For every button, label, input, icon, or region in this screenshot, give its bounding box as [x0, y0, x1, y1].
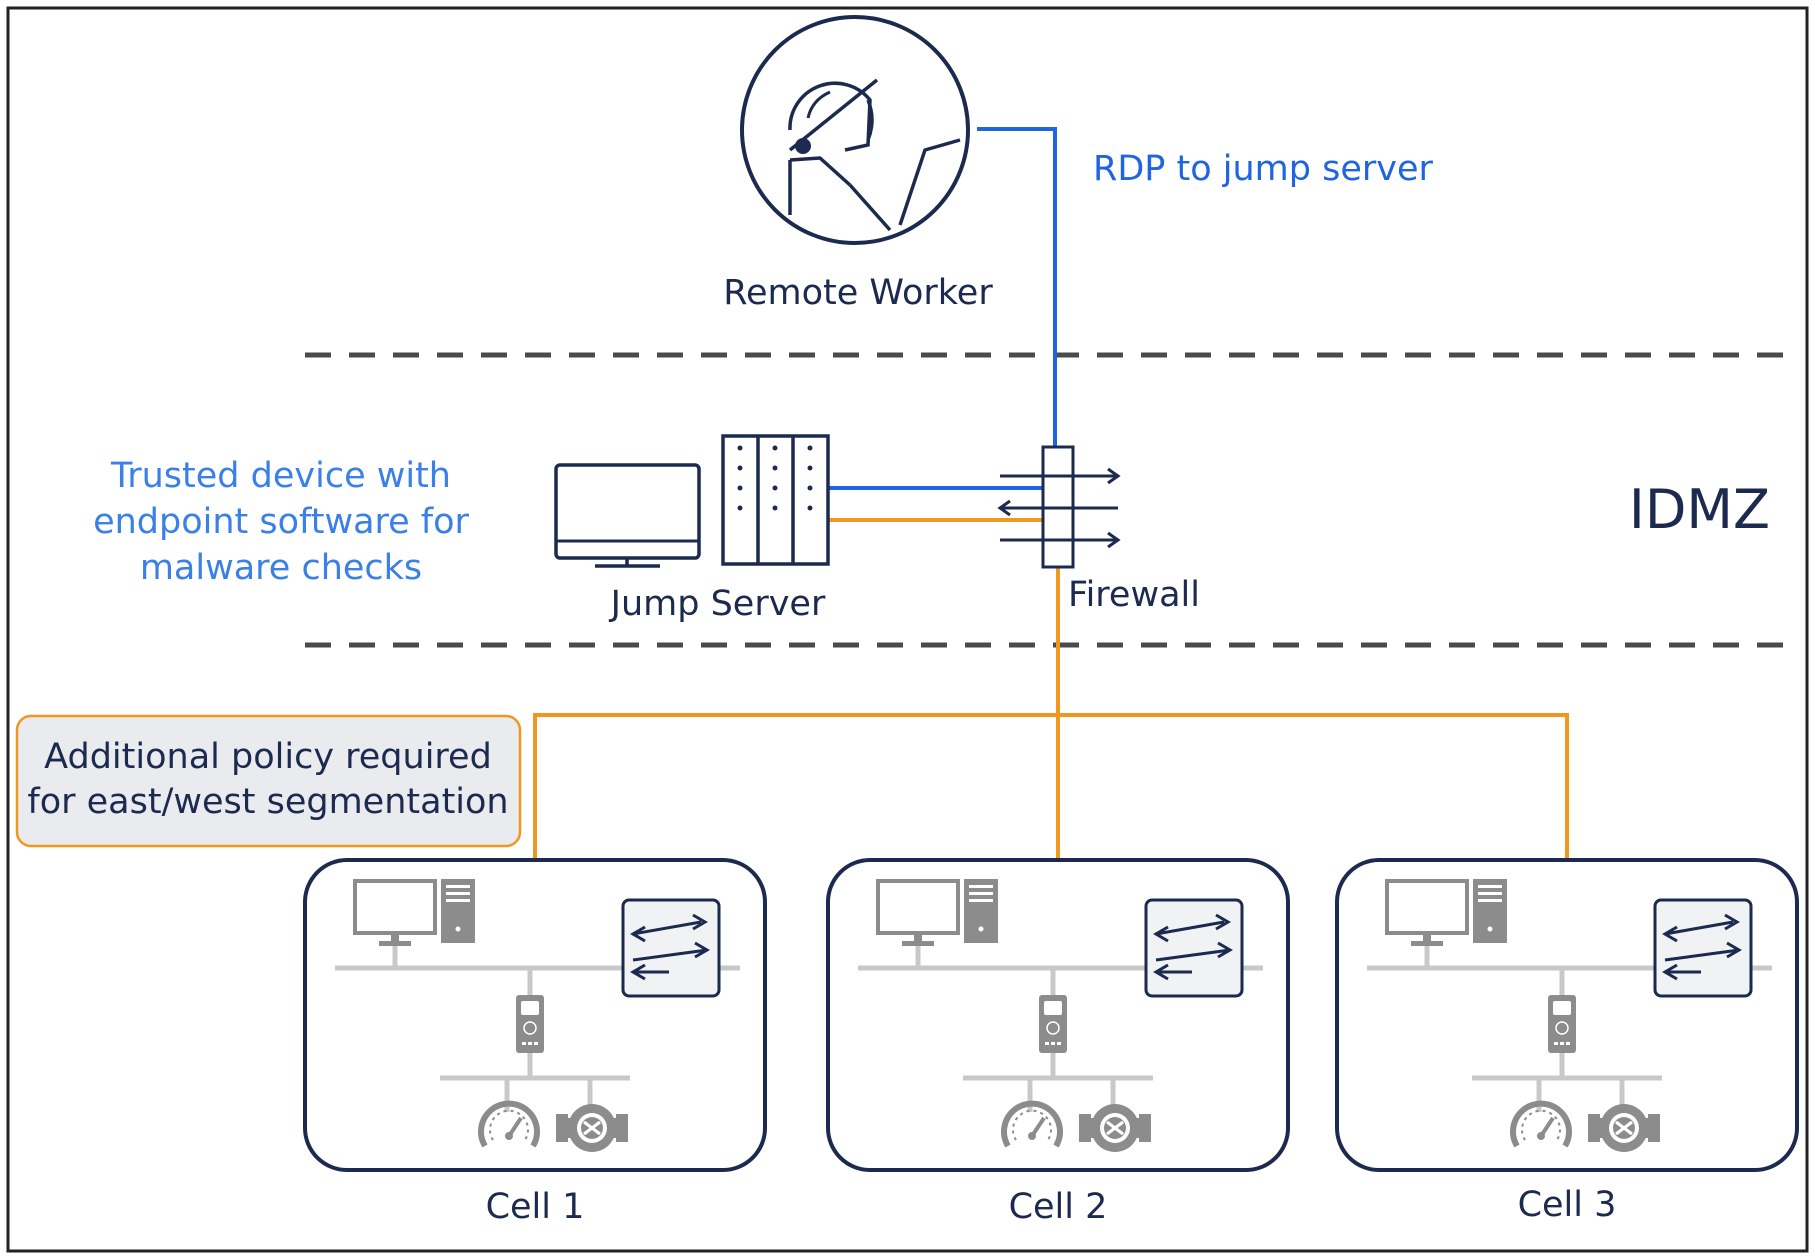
cell-1-switch-icon	[621, 898, 721, 998]
rdp-label: RDP to jump server	[1093, 149, 1434, 189]
rdp-link	[826, 127, 1057, 490]
cell-2-switch-icon	[1144, 898, 1244, 998]
policy-line-1: Additional policy required	[44, 737, 492, 777]
jump-server-label: Jump Server	[609, 584, 826, 624]
trusted-note-line-1: Trusted device with	[110, 456, 451, 496]
trusted-device-note: Trusted device with endpoint software fo…	[93, 456, 469, 588]
trusted-note-line-3: malware checks	[140, 548, 422, 588]
firewall-icon	[997, 445, 1121, 569]
cell-2-controller-icon	[1038, 994, 1068, 1054]
remote-worker-icon	[740, 15, 970, 245]
server-rack-icon	[721, 434, 830, 566]
policy-line-2: for east/west segmentation	[27, 782, 508, 822]
policy-callout: Additional policy required for east/west…	[15, 714, 522, 848]
cell-3-controller-icon	[1547, 994, 1577, 1054]
idmz-label: IDMZ	[1629, 478, 1770, 541]
cell-3	[1335, 858, 1799, 1172]
cell-1-label: Cell 1	[486, 1187, 585, 1227]
firewall-label: Firewall	[1068, 575, 1200, 615]
trusted-note-line-2: endpoint software for	[93, 502, 469, 542]
cell-2-label: Cell 2	[1009, 1187, 1108, 1227]
cell-3-switch-icon	[1653, 898, 1753, 998]
cell-1-controller-icon	[515, 994, 545, 1054]
cell-2	[826, 858, 1290, 1172]
cell-1	[303, 858, 767, 1172]
cell-3-label: Cell 3	[1518, 1185, 1617, 1225]
remote-worker-label: Remote Worker	[723, 273, 993, 313]
monitor-icon	[554, 463, 701, 568]
